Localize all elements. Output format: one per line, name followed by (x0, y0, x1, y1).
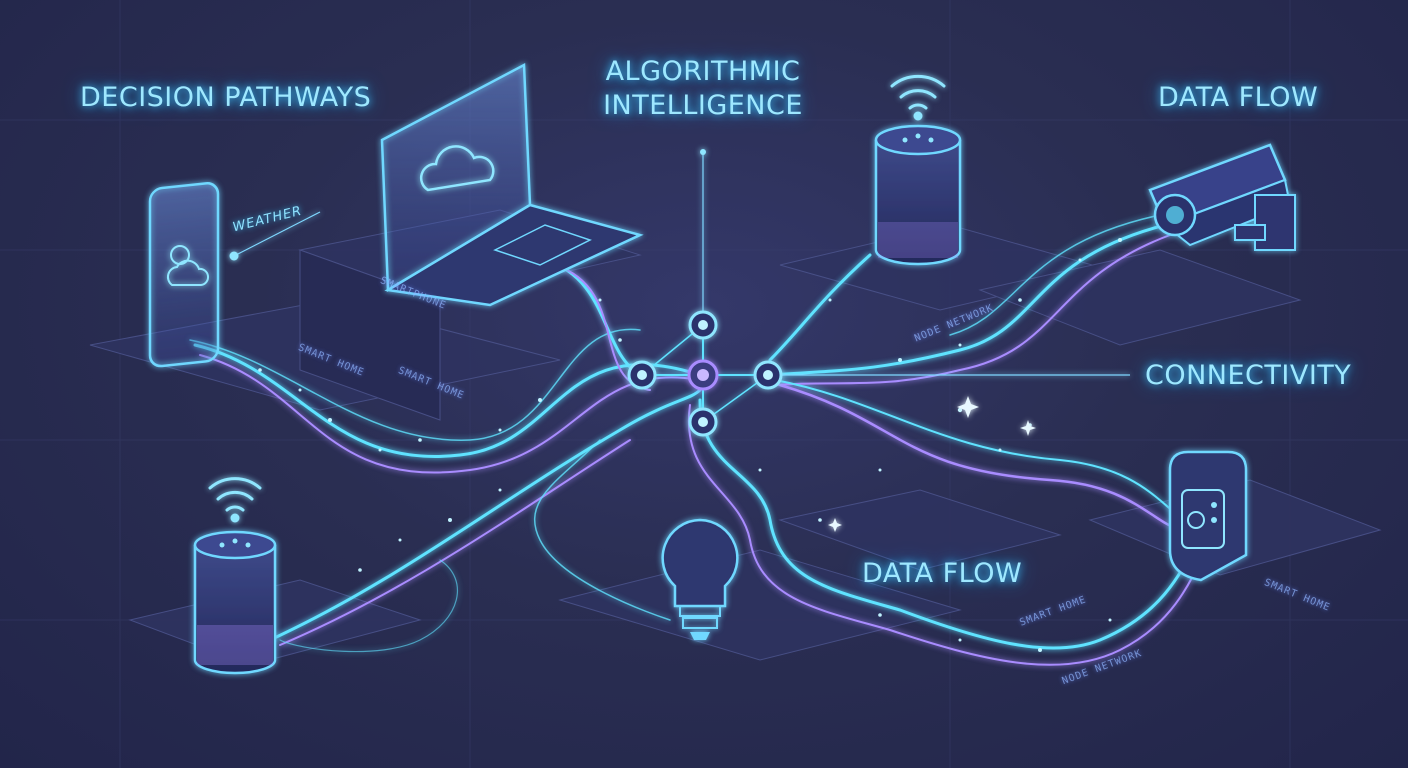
thermostat-icon (1168, 450, 1248, 582)
connectivity-label: CONNECTIVITY (1145, 360, 1352, 391)
algorithmic-intelligence-label: ALGORITHMIC INTELLIGENCE (598, 55, 808, 123)
data-flow-label-bottom: DATA FLOW (862, 558, 1023, 589)
wifi-icon-bottom (208, 477, 262, 523)
smart-speaker-icon-top (874, 124, 962, 266)
laptop-icon (380, 62, 644, 307)
security-camera-icon (1148, 143, 1296, 251)
smart-speaker-icon-bottom (193, 530, 277, 675)
node-network-icon (627, 149, 1130, 437)
cloud-icon (419, 145, 495, 192)
wifi-icon-top (890, 74, 946, 121)
light-bulb-icon (661, 518, 739, 640)
data-particles (228, 238, 1122, 652)
isometric-platforms (89, 209, 1382, 666)
data-flow-label-top: DATA FLOW (1158, 82, 1319, 113)
algorithmic-label-line1: ALGORITHMIC (605, 56, 801, 87)
sparkle-stars (828, 396, 1036, 532)
smartphone-icon (148, 182, 220, 368)
weather-icon (166, 245, 210, 286)
decision-pathways-label: DECISION PATHWAYS (80, 82, 372, 113)
weather-connector (229, 211, 321, 261)
algorithmic-label-line2: INTELLIGENCE (603, 90, 803, 121)
